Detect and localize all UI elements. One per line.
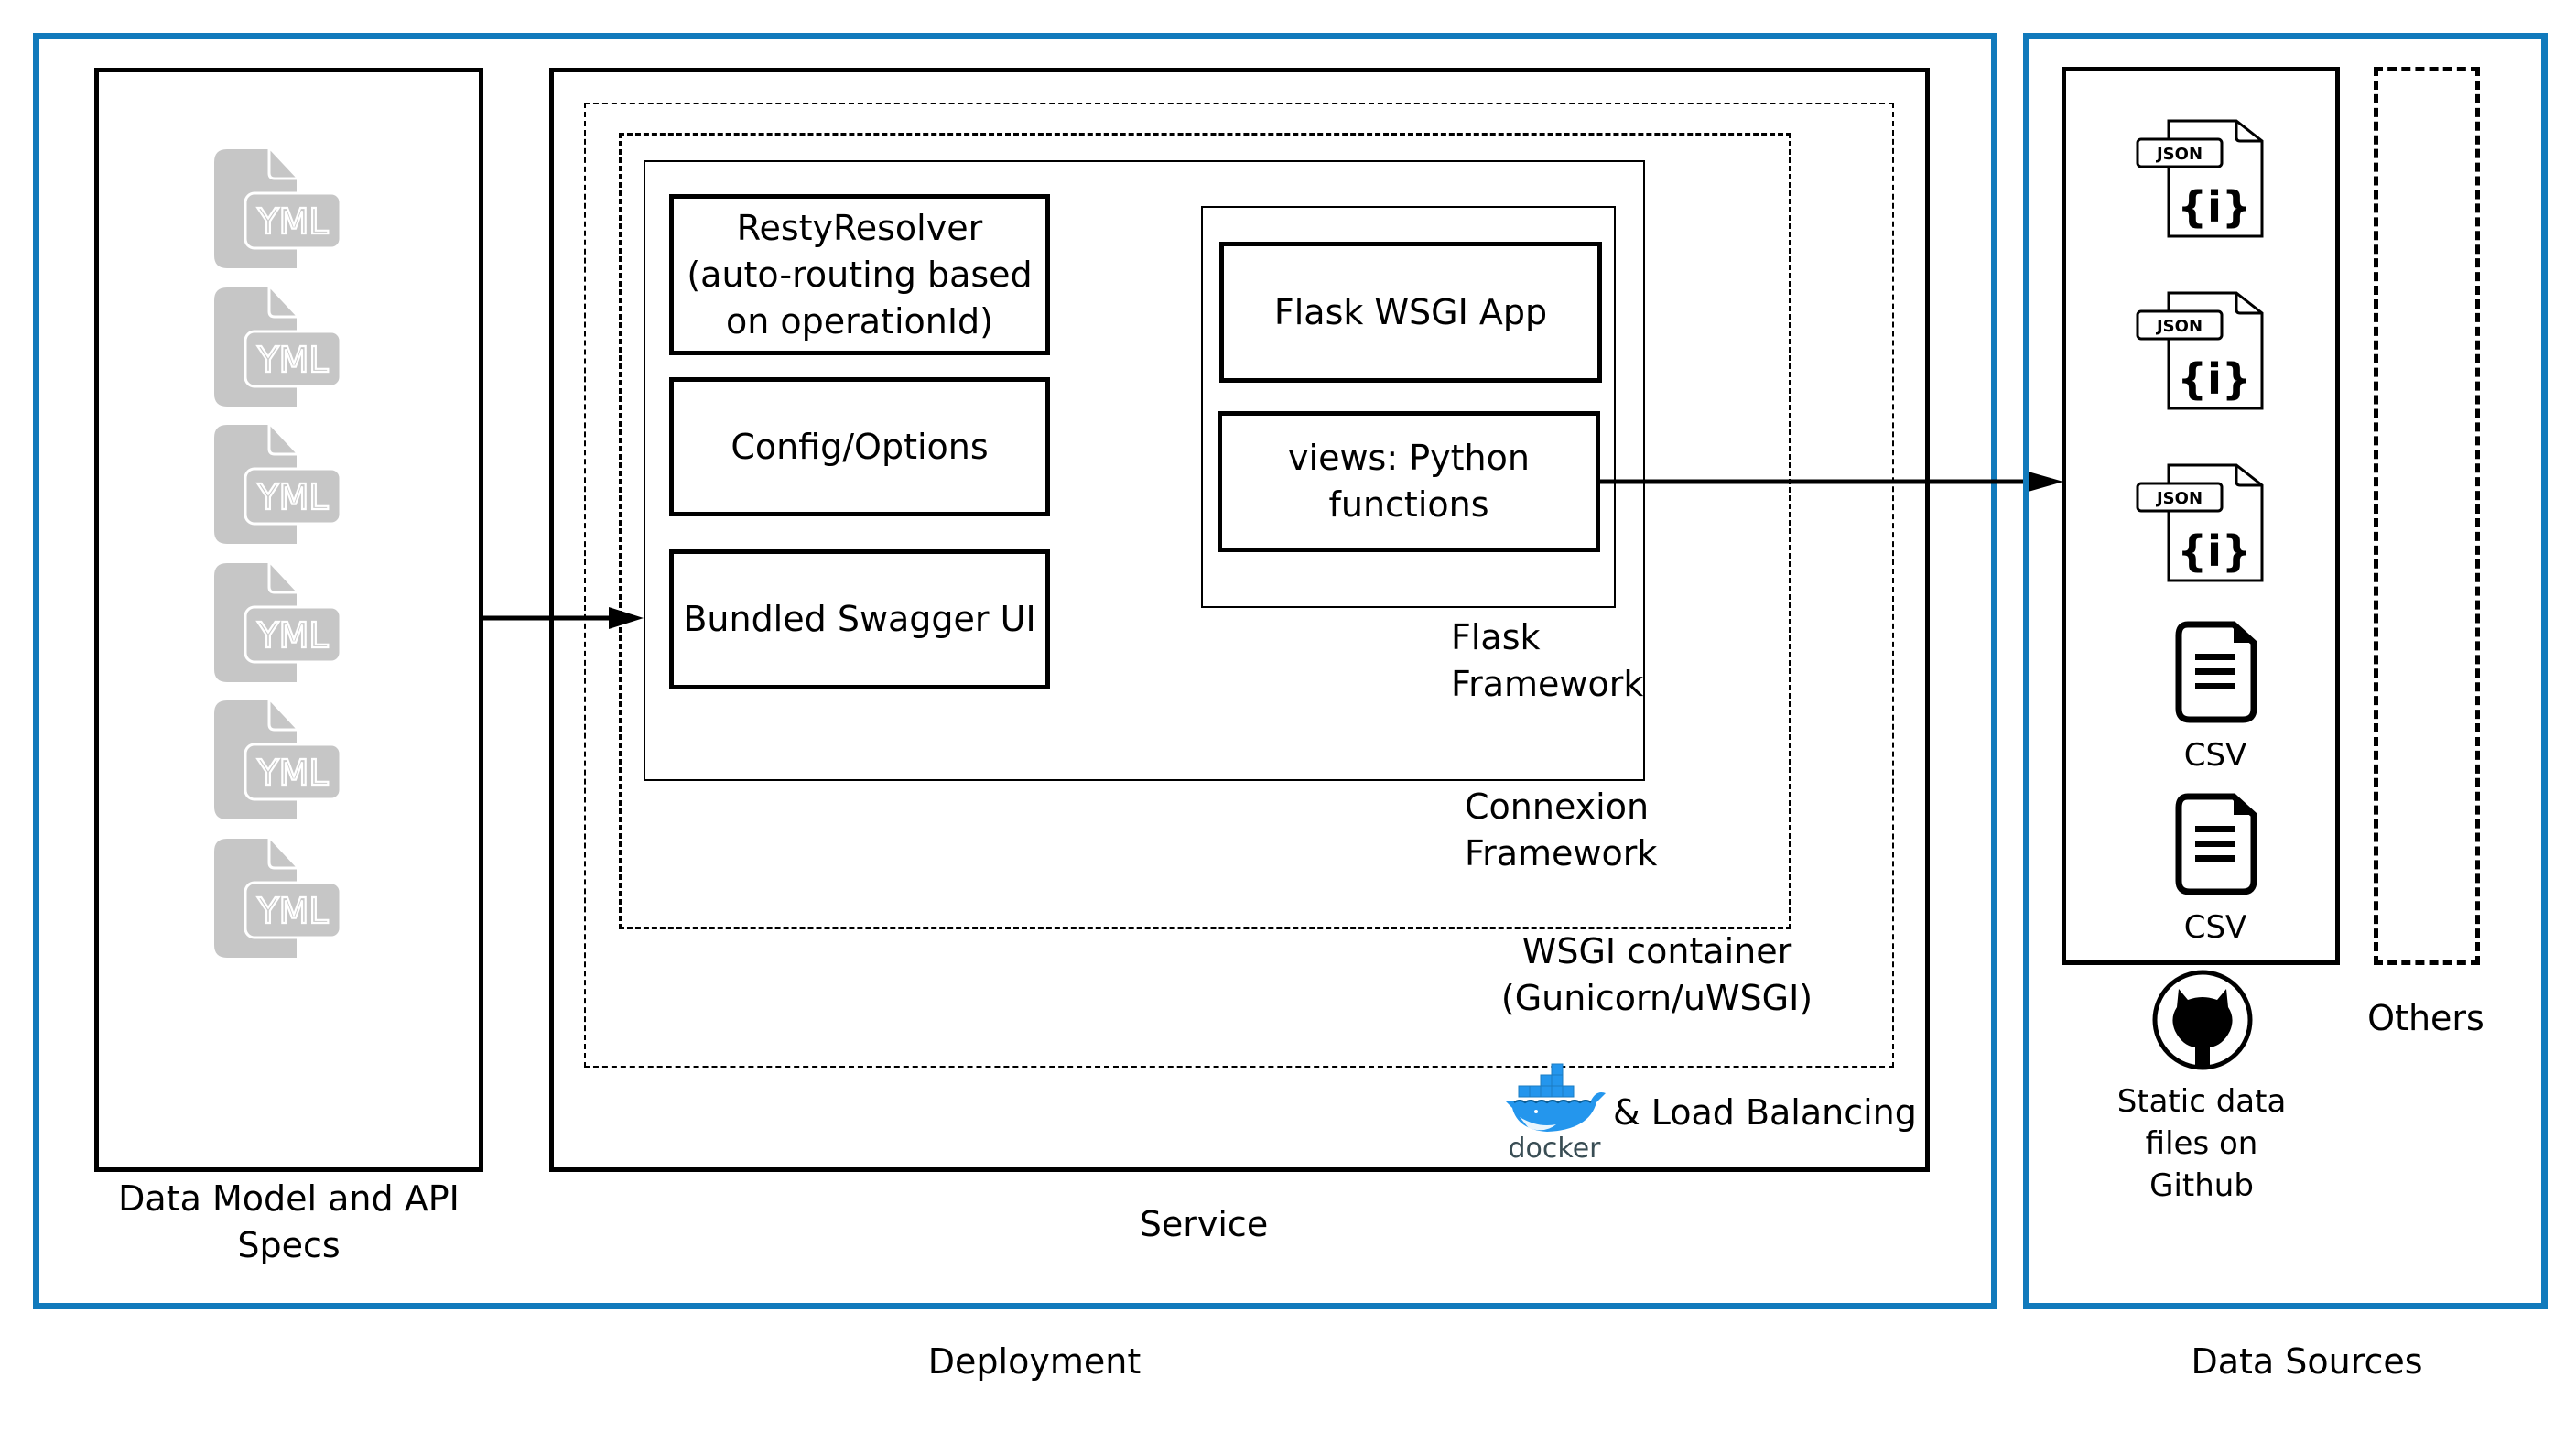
github-label-line3: Github [2149,1167,2254,1204]
swagger-ui-text: Bundled Swagger UI [683,599,1036,639]
others-box [2374,67,2480,965]
svg-text:YML: YML [256,753,328,793]
flask-inner-box [1201,206,1616,608]
github-label-line1: Static data [2116,1083,2287,1120]
svg-text:YML: YML [256,891,328,931]
svg-text:JSON: JSON [2155,317,2203,336]
arrow-views-to-data-sources [1598,468,2065,495]
yml-file-icon: YML [214,838,342,958]
data-model-label-line1: Data Model and API [118,1178,460,1219]
wsgi-label-line1: WSGI container [1521,931,1792,971]
views-line2: functions [1328,484,1489,525]
data-sources-frame [2023,33,2548,1309]
static-files-box [2062,67,2340,965]
deployment-label: Deployment [927,1341,1142,1382]
swagger-ui-box: Bundled Swagger UI [669,549,1050,689]
json-file-icon: JSON {i} [2136,119,2264,238]
config-options-text: Config/Options [731,426,989,467]
yml-file-icon: YML [214,425,342,544]
github-label-line2: files on [2145,1125,2258,1162]
views-box: views: Python functions [1218,411,1600,552]
svg-text:{i}: {i} [2177,182,2251,232]
github-icon [2151,969,2254,1071]
connexion-label-line1: Connexion [1465,787,1650,827]
svg-text:YML: YML [256,477,328,517]
flask-label-line1: Flask [1451,617,1541,657]
docker-wordmark: docker [1509,1133,1602,1163]
flask-label-line2: Framework [1451,664,1644,704]
resty-resolver-box: RestyResolver (auto-routing based on ope… [669,194,1050,355]
connexion-label-line2: Framework [1465,833,1658,873]
data-model-label: Data Model and API Specs [94,1176,483,1269]
resty-line3: on operationId) [725,300,993,342]
json-file-icon: JSON {i} [2136,291,2264,410]
others-label: Others [2367,998,2484,1038]
yml-file-icon: YML [214,562,342,682]
docker-logo-icon: docker [1501,1062,1611,1163]
connexion-framework-label: Connexion Framework [1465,784,1684,877]
config-options-box: Config/Options [669,377,1050,516]
resty-line2: (auto-routing based [687,254,1033,295]
flask-wsgi-app-text: Flask WSGI App [1273,291,1548,332]
svg-text:YML: YML [256,615,328,656]
resty-line1: RestyResolver [736,207,983,248]
load-balancing-label: & Load Balancing [1613,1092,1917,1133]
flask-wsgi-app-box: Flask WSGI App [1219,242,1602,383]
yml-file-icon: YML [214,287,342,407]
deployment-frame [33,33,1997,1309]
connexion-framework-box [619,133,1791,929]
flask-framework-box [644,160,1645,781]
data-sources-label: Data Sources [2191,1341,2423,1382]
svg-text:{i}: {i} [2177,526,2251,576]
svg-text:JSON: JSON [2155,489,2203,508]
svg-text:JSON: JSON [2155,145,2203,164]
csv-label: CSV [2183,909,2247,946]
svg-text:YML: YML [256,340,328,380]
wsgi-container-box [584,103,1894,1068]
flask-framework-label: Flask Framework [1451,614,1643,708]
service-label: Service [1139,1204,1269,1244]
github-label: Static data files on Github [2064,1080,2339,1207]
data-model-label-line2: Specs [237,1225,341,1265]
wsgi-container-label: WSGI container (Gunicorn/uWSGI) [1474,928,1840,1022]
arrow-specs-to-connexion [481,604,645,632]
svg-text:{i}: {i} [2177,354,2251,404]
views-line1: views: Python [1288,438,1530,478]
csv-file-icon [2175,621,2257,723]
csv-label: CSV [2183,737,2247,774]
wsgi-label-line2: (Gunicorn/uWSGI) [1500,978,1813,1018]
csv-file-icon [2175,793,2257,895]
yml-file-icon: YML [214,149,342,268]
json-file-icon: JSON {i} [2136,463,2264,582]
svg-text:YML: YML [256,201,328,242]
yml-file-icon: YML [214,700,342,819]
